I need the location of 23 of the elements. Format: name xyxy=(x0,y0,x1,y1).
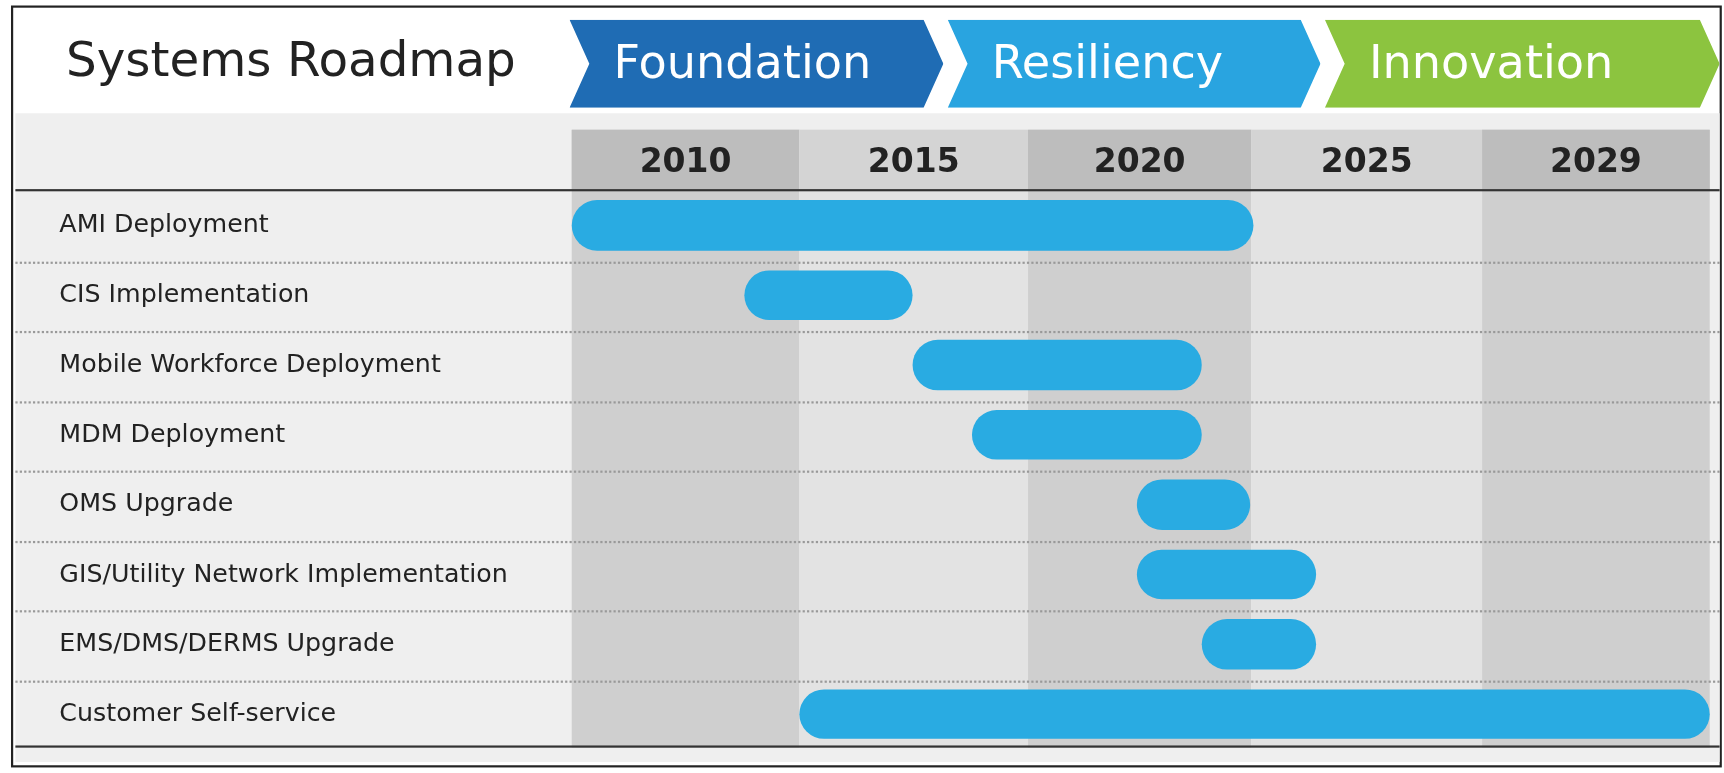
gantt-bar xyxy=(912,339,1202,390)
phase-banner: Resiliency xyxy=(947,19,1321,108)
row-label: CIS Implementation xyxy=(59,278,310,308)
phase-banner: Foundation xyxy=(569,19,944,108)
year-header: 2015 xyxy=(866,140,961,180)
year-header: 2029 xyxy=(1549,140,1643,180)
year-header: 2025 xyxy=(1319,140,1414,180)
row-label: OMS Upgrade xyxy=(59,488,234,517)
row-label: EMS/DMS/DERMS Upgrade xyxy=(59,627,395,657)
gantt-bar xyxy=(744,269,913,320)
gantt-bar xyxy=(571,200,1254,251)
row-label: AMI Deployment xyxy=(59,208,269,238)
row-label: Mobile Workforce Deployment xyxy=(59,348,441,378)
roadmap-title: Systems Roadmap xyxy=(65,30,516,87)
phase-banner: Innovation xyxy=(1324,19,1720,108)
row-label: GIS/Utility Network Implementation xyxy=(59,558,508,587)
gantt-bar xyxy=(971,409,1202,460)
year-header: 2020 xyxy=(1092,140,1187,180)
gantt-bar xyxy=(1136,479,1251,530)
year-header: 2010 xyxy=(638,140,733,180)
row-label: MDM Deployment xyxy=(59,418,286,447)
row-label: Customer Self-service xyxy=(59,697,337,727)
gantt-bar xyxy=(799,688,1710,739)
